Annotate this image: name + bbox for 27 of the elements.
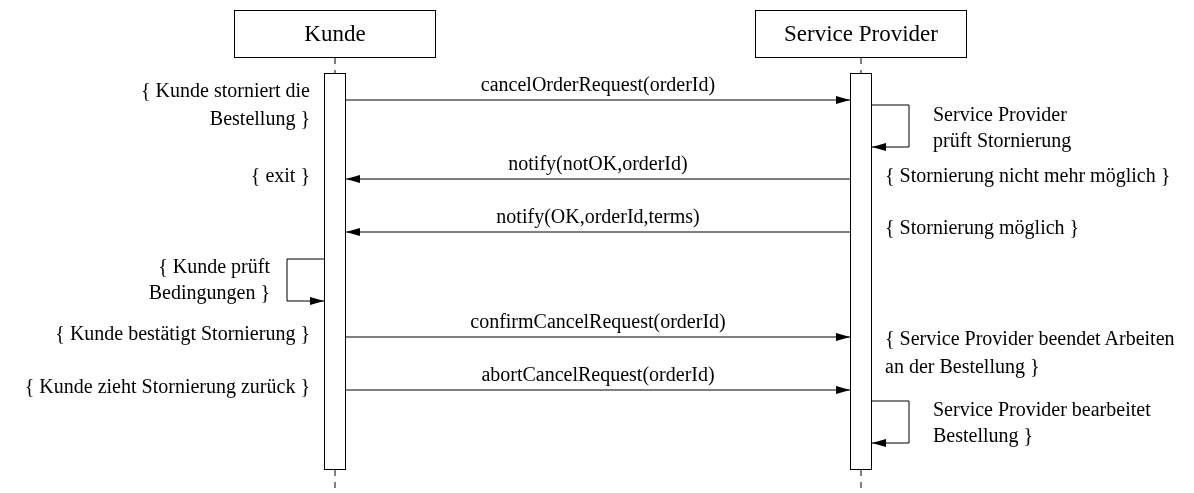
activation-bar: [850, 73, 872, 470]
message-label: cancelOrderRequest(orderId): [479, 72, 717, 97]
lifeline: [334, 57, 336, 74]
lifeline-header-box: [755, 10, 967, 58]
message-arrow: [345, 175, 851, 183]
activation-bar: [324, 73, 346, 470]
self-message-arrow: [871, 400, 910, 447]
self-message-arrow: [286, 258, 325, 305]
self-message-label: { Kunde prüft Bedingungen }: [147, 254, 270, 305]
lifeline-name: Service Provider: [784, 21, 938, 47]
lifeline-header-box: [234, 10, 436, 58]
message-arrow: [345, 96, 851, 104]
self-message-arrow: [871, 104, 910, 151]
message-arrow: [345, 333, 851, 341]
message-label: abortCancelRequest(orderId): [480, 362, 716, 387]
note-text: { Kunde storniert die Bestellung }: [140, 78, 310, 132]
note-text: { exit }: [249, 166, 310, 184]
message-label: confirmCancelRequest(orderId): [469, 309, 727, 334]
self-message-label: Service Provider bearbeitet Bestellung }: [933, 397, 1152, 448]
lifeline: [860, 57, 862, 74]
self-message-label: Service Provider prüft Stornierung: [933, 102, 1073, 153]
lifeline-name: Kunde: [304, 21, 366, 47]
message-arrow: [345, 386, 851, 394]
note-text: { Service Provider beendet Arbeiten an der Bestellung }: [885, 326, 1176, 380]
message-label: notify(notOK,orderId): [507, 151, 689, 176]
message-label: notify(OK,orderId,terms): [495, 204, 701, 229]
message-arrow: [345, 228, 851, 236]
